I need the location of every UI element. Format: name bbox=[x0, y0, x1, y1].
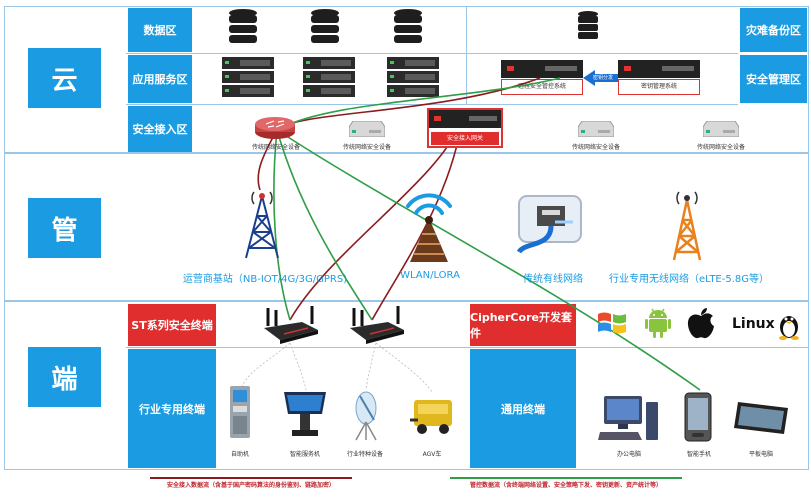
cloud-row-divider-1 bbox=[126, 53, 738, 54]
key-dist-arrow: 密钥分发 bbox=[583, 70, 618, 86]
industry-terminal-label: 行业专用终端 bbox=[128, 349, 216, 468]
tablet-icon bbox=[734, 402, 788, 434]
green-flow-line bbox=[273, 129, 291, 321]
linux-logo: Linux bbox=[732, 312, 806, 342]
tier-pipe: 管 bbox=[28, 198, 101, 258]
ethernet-icon bbox=[516, 195, 582, 254]
wifi-tower-icon bbox=[406, 193, 452, 262]
tier-end: 端 bbox=[28, 347, 101, 407]
terminal-link bbox=[241, 342, 291, 387]
network-appliance-icon bbox=[578, 121, 614, 137]
server-rack-icon bbox=[387, 57, 439, 97]
green-flow-line bbox=[276, 77, 561, 131]
kiosk-icon bbox=[284, 392, 326, 436]
cloud-col-divider bbox=[466, 6, 467, 104]
operator-network-label: 运营商基站（NB-IOT/4G/3G/GPRS) bbox=[182, 274, 348, 285]
database-icon bbox=[311, 9, 339, 43]
legend-red-line bbox=[150, 477, 352, 479]
industry-wireless-label: 行业专用无线网络（eLTE-5.8G等） bbox=[608, 274, 770, 285]
phone-label: 智能手机 bbox=[686, 451, 711, 458]
kiosk-label: 智能服务机 bbox=[289, 451, 320, 458]
green-flow-line bbox=[276, 129, 701, 391]
remote-control-label: 远程安全管控系统 bbox=[501, 79, 583, 95]
atm-label: 自助机 bbox=[230, 451, 249, 458]
legend-red-text: 安全接入数据流（含基于国产密码算法的身份鉴别、链路加密） bbox=[166, 482, 335, 489]
zone-disaster: 灾难备份区 bbox=[740, 8, 807, 52]
windows-icon bbox=[598, 312, 626, 334]
network-appliance-icon bbox=[349, 121, 385, 137]
legend-green-line bbox=[450, 477, 682, 479]
traditional-device-label: 传统网络安全设备 bbox=[571, 144, 620, 151]
android-icon bbox=[645, 308, 671, 338]
tux-icon bbox=[779, 316, 799, 340]
database-icon bbox=[394, 9, 422, 43]
red-flow-line bbox=[371, 119, 463, 321]
agv-label: AGV车 bbox=[422, 451, 442, 458]
radio-tower-icon bbox=[672, 191, 702, 261]
st-series-label: ST系列安全终端 bbox=[128, 304, 216, 346]
traditional-device-label: 传统网络安全设备 bbox=[251, 144, 300, 151]
backup-database-icon bbox=[578, 11, 598, 39]
key-dist-label: 密钥分发 bbox=[593, 75, 614, 81]
gateway-label: 安全接入网关 bbox=[431, 132, 499, 145]
ciphercore-label: CipherCore开发套件 bbox=[470, 304, 576, 346]
terminal-link bbox=[365, 342, 377, 391]
terminal-link bbox=[289, 342, 307, 391]
zone-data: 数据区 bbox=[128, 8, 192, 52]
desktop-pc-icon bbox=[598, 396, 658, 440]
linux-label: Linux bbox=[732, 316, 775, 332]
cloud-row-divider-2 bbox=[126, 104, 738, 105]
terminal-link bbox=[375, 342, 433, 393]
wired-network-label: 传统有线网络 bbox=[523, 274, 583, 285]
pipe-frame bbox=[4, 153, 809, 301]
database-icon bbox=[229, 9, 257, 43]
cell-tower-icon bbox=[245, 191, 279, 259]
st-terminal-icon bbox=[350, 306, 404, 344]
remote-control-system: 远程安全管控系统 bbox=[501, 60, 583, 96]
key-mgmt-system: 密钥管理系统 bbox=[618, 60, 700, 96]
security-gateway: 安全接入网关 bbox=[427, 108, 503, 148]
router-icon bbox=[255, 117, 295, 139]
apple-icon bbox=[687, 308, 714, 339]
tablet-label: 平板电脑 bbox=[748, 451, 773, 458]
server-rack-icon bbox=[303, 57, 355, 97]
key-mgmt-label: 密钥管理系统 bbox=[618, 79, 700, 95]
cloud-frame bbox=[4, 6, 809, 153]
zone-app: 应用服务区 bbox=[128, 55, 192, 103]
wlan-network-label: WLAN/LORA bbox=[400, 270, 460, 281]
atm-icon bbox=[230, 386, 250, 438]
special-equipment-icon bbox=[355, 391, 377, 441]
end-frame bbox=[4, 301, 809, 470]
smartphone-icon bbox=[684, 392, 712, 442]
end-row-divider bbox=[126, 347, 809, 348]
special-equipment-label: 行业特种设备 bbox=[346, 451, 383, 458]
tier-cloud: 云 bbox=[28, 48, 101, 108]
zone-mgmt: 安全管理区 bbox=[740, 55, 807, 103]
zone-access: 安全接入区 bbox=[128, 106, 192, 152]
traditional-device-label: 传统网络安全设备 bbox=[342, 144, 391, 151]
st-terminal-icon bbox=[264, 306, 318, 344]
server-rack-icon bbox=[222, 57, 274, 97]
general-terminal-label: 通用终端 bbox=[470, 349, 576, 468]
pc-label: 办公电脑 bbox=[616, 451, 641, 458]
traditional-device-label: 传统网络安全设备 bbox=[696, 144, 745, 151]
green-flow-line bbox=[276, 129, 373, 321]
network-appliance-icon bbox=[703, 121, 739, 137]
agv-icon bbox=[410, 400, 452, 434]
legend-green-text: 管控数据流（含终端网络设置、安全策略下发、密钥更新、资产统计等） bbox=[469, 482, 662, 489]
